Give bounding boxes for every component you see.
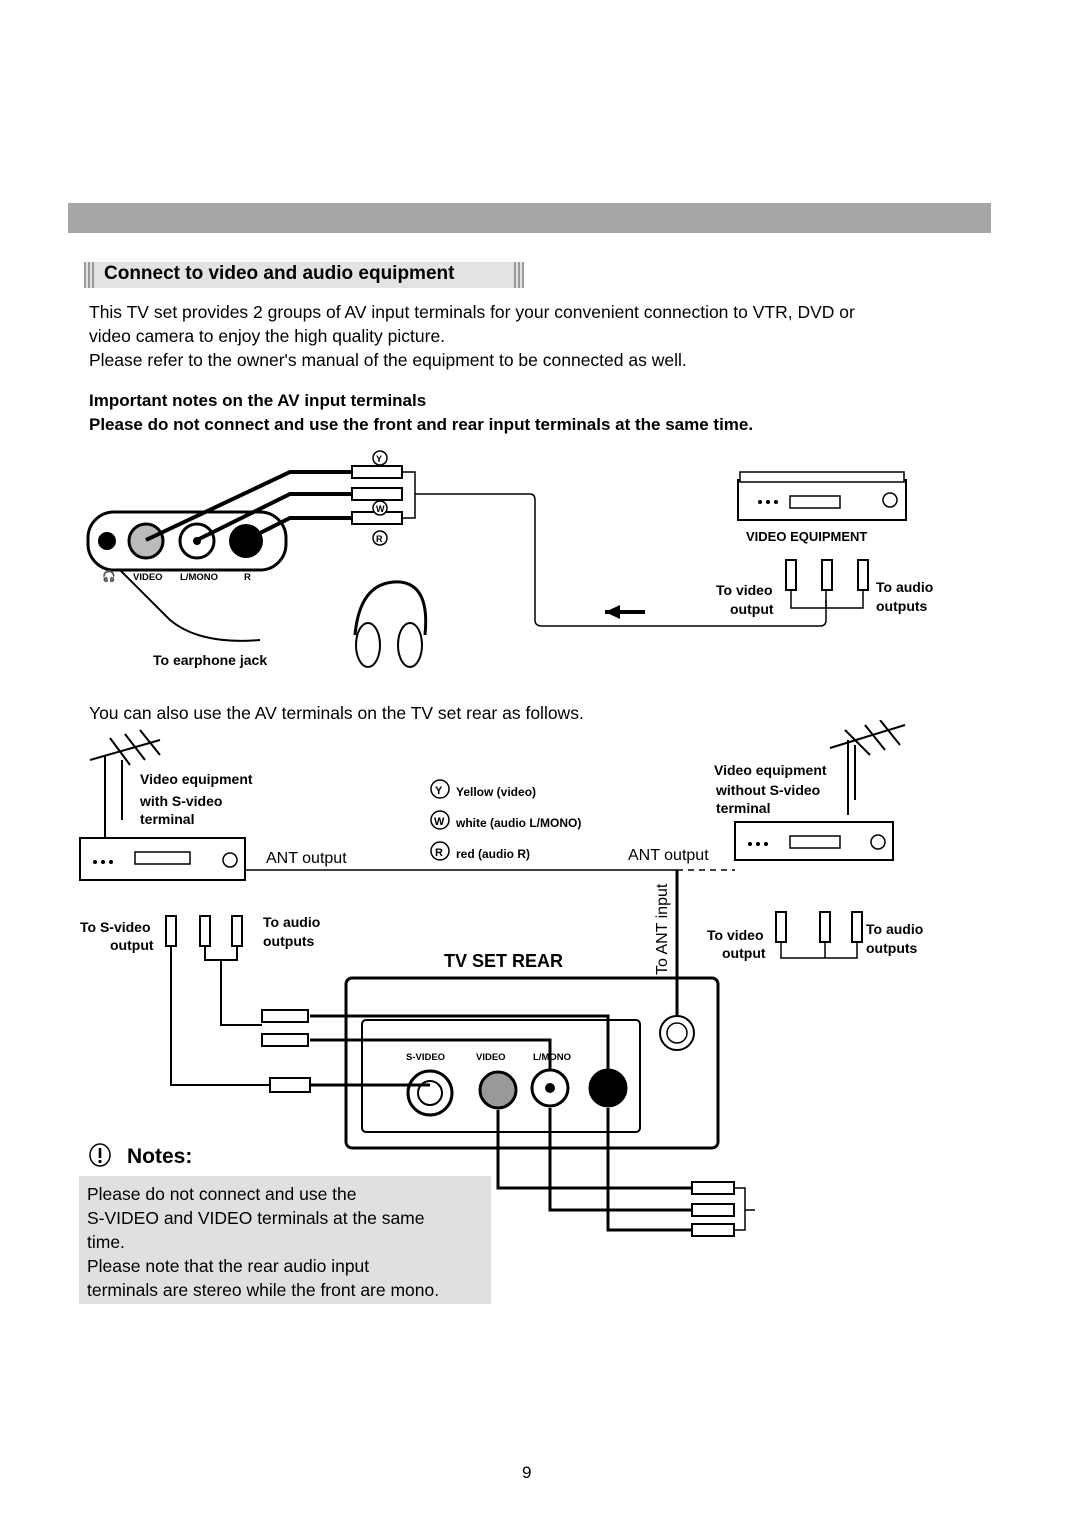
- svg-text:S-VIDEO: S-VIDEO: [406, 1052, 445, 1063]
- video-equipment-device: [737, 471, 907, 521]
- svg-text:To S-video: To S-video: [80, 919, 151, 935]
- svg-text:output: output: [730, 601, 774, 617]
- rear-left-cables: [170, 946, 270, 1086]
- svg-text:L/MONO: L/MONO: [533, 1052, 571, 1063]
- note-line: time.: [87, 1232, 125, 1252]
- note-line: Please do not connect and use the: [87, 1184, 357, 1204]
- intro-line-1: This TV set provides 2 groups of AV inpu…: [89, 302, 855, 322]
- page-number: 9: [522, 1463, 532, 1482]
- tv-set-rear-label: TV SET REAR: [444, 951, 563, 971]
- svg-text:with S-video: with S-video: [139, 793, 222, 809]
- front-audio-r-jack: [229, 524, 263, 558]
- earphone-label: To earphone jack: [153, 652, 267, 668]
- earphone-jack: [98, 532, 116, 550]
- svg-text:To audio: To audio: [876, 579, 933, 595]
- important-warning: Please do not connect and use the front …: [89, 415, 754, 434]
- earphone-cable: [119, 569, 261, 642]
- notes-box: Please do not connect and use the S-VIDE…: [79, 1176, 491, 1304]
- important-heading: Important notes on the AV input terminal…: [89, 391, 427, 410]
- note-line: Please note that the rear audio input: [87, 1256, 370, 1276]
- front-video-jack: [127, 522, 165, 560]
- tv-rear-panel: [344, 976, 720, 1150]
- legend: Y Yellow (video) W white (audio L/MONO) …: [430, 779, 581, 861]
- left-antenna-icon: [89, 729, 161, 840]
- svg-text:Y: Y: [435, 785, 443, 797]
- ant-output-left: ANT output: [266, 850, 347, 867]
- svg-text:Video equipment: Video equipment: [140, 771, 253, 787]
- svg-text:outputs: outputs: [866, 940, 918, 956]
- front-connection-diagram: 🎧 VIDEO L/MONO R Y W R VIDEO EQUIPMENT: [86, 450, 933, 668]
- headphones-icon: [353, 580, 428, 668]
- note-line: S-VIDEO and VIDEO terminals at the same: [87, 1208, 425, 1228]
- svg-text:output: output: [722, 945, 766, 961]
- front-jack-panel: [86, 510, 288, 572]
- rear-connection-diagram: Video equipment with S-video terminal AN…: [79, 720, 923, 1237]
- svg-text:To video: To video: [716, 582, 773, 598]
- left-video-equipment-device: [79, 837, 246, 881]
- svg-text:To audio: To audio: [866, 921, 923, 937]
- svg-text:R: R: [376, 534, 383, 544]
- rear-audio-r-jack: [588, 1068, 628, 1108]
- ant-output-right: ANT output: [628, 847, 709, 864]
- svg-text:outputs: outputs: [263, 933, 315, 949]
- right-video-equipment-device: [734, 821, 894, 861]
- svg-text:red (audio R): red (audio R): [456, 847, 530, 861]
- title-bars-left: [84, 262, 94, 288]
- svg-text:W: W: [376, 504, 385, 514]
- front-long-cable: [402, 471, 827, 627]
- right-antenna-icon: [829, 720, 906, 815]
- front-label-video: VIDEO: [133, 572, 163, 583]
- svg-text:Yellow (video): Yellow (video): [456, 785, 536, 799]
- intro-line-2: video camera to enjoy the high quality p…: [89, 326, 446, 346]
- signal-arrow: [605, 605, 645, 619]
- svg-text:Video equipment: Video equipment: [714, 762, 827, 778]
- to-ant-input-label: To ANT input: [654, 883, 671, 975]
- title-bars-right: [514, 262, 524, 288]
- svg-text:outputs: outputs: [876, 598, 928, 614]
- svg-text:terminal: terminal: [140, 811, 194, 827]
- header-bar: [68, 203, 991, 233]
- svg-text:To audio: To audio: [263, 914, 320, 930]
- section-title-text: Connect to video and audio equipment: [104, 263, 455, 284]
- svg-text:without S-video: without S-video: [715, 782, 820, 798]
- notes-heading: Notes:: [127, 1145, 193, 1168]
- front-label-r: R: [244, 572, 251, 583]
- front-rca-plugs: Y W R: [351, 450, 403, 546]
- svg-text:terminal: terminal: [716, 800, 770, 816]
- rear-video-jack: [478, 1070, 518, 1110]
- note-line: terminals are stereo while the front are…: [87, 1280, 440, 1300]
- rear-intro: You can also use the AV terminals on the…: [89, 703, 584, 723]
- svg-text:Y: Y: [376, 454, 382, 464]
- svg-text:R: R: [435, 847, 443, 859]
- left-output-plugs: [165, 915, 243, 947]
- video-equipment-label: VIDEO EQUIPMENT: [746, 529, 867, 544]
- intro-line-3: Please refer to the owner's manual of th…: [89, 350, 687, 370]
- svg-text:VIDEO: VIDEO: [476, 1052, 506, 1063]
- warning-icon: [88, 1143, 112, 1167]
- svg-text:W: W: [434, 816, 445, 828]
- right-output-plugs: [775, 911, 863, 943]
- rear-right-cables: [496, 1108, 692, 1232]
- front-label-lmono: L/MONO: [180, 572, 218, 583]
- svg-text:output: output: [110, 937, 154, 953]
- svg-text:To video: To video: [707, 927, 764, 943]
- svg-text:white (audio L/MONO): white (audio L/MONO): [455, 816, 581, 830]
- equipment-plugs: [785, 559, 869, 591]
- section-title: Connect to video and audio equipment: [84, 262, 524, 288]
- headphone-icon: 🎧: [102, 570, 116, 583]
